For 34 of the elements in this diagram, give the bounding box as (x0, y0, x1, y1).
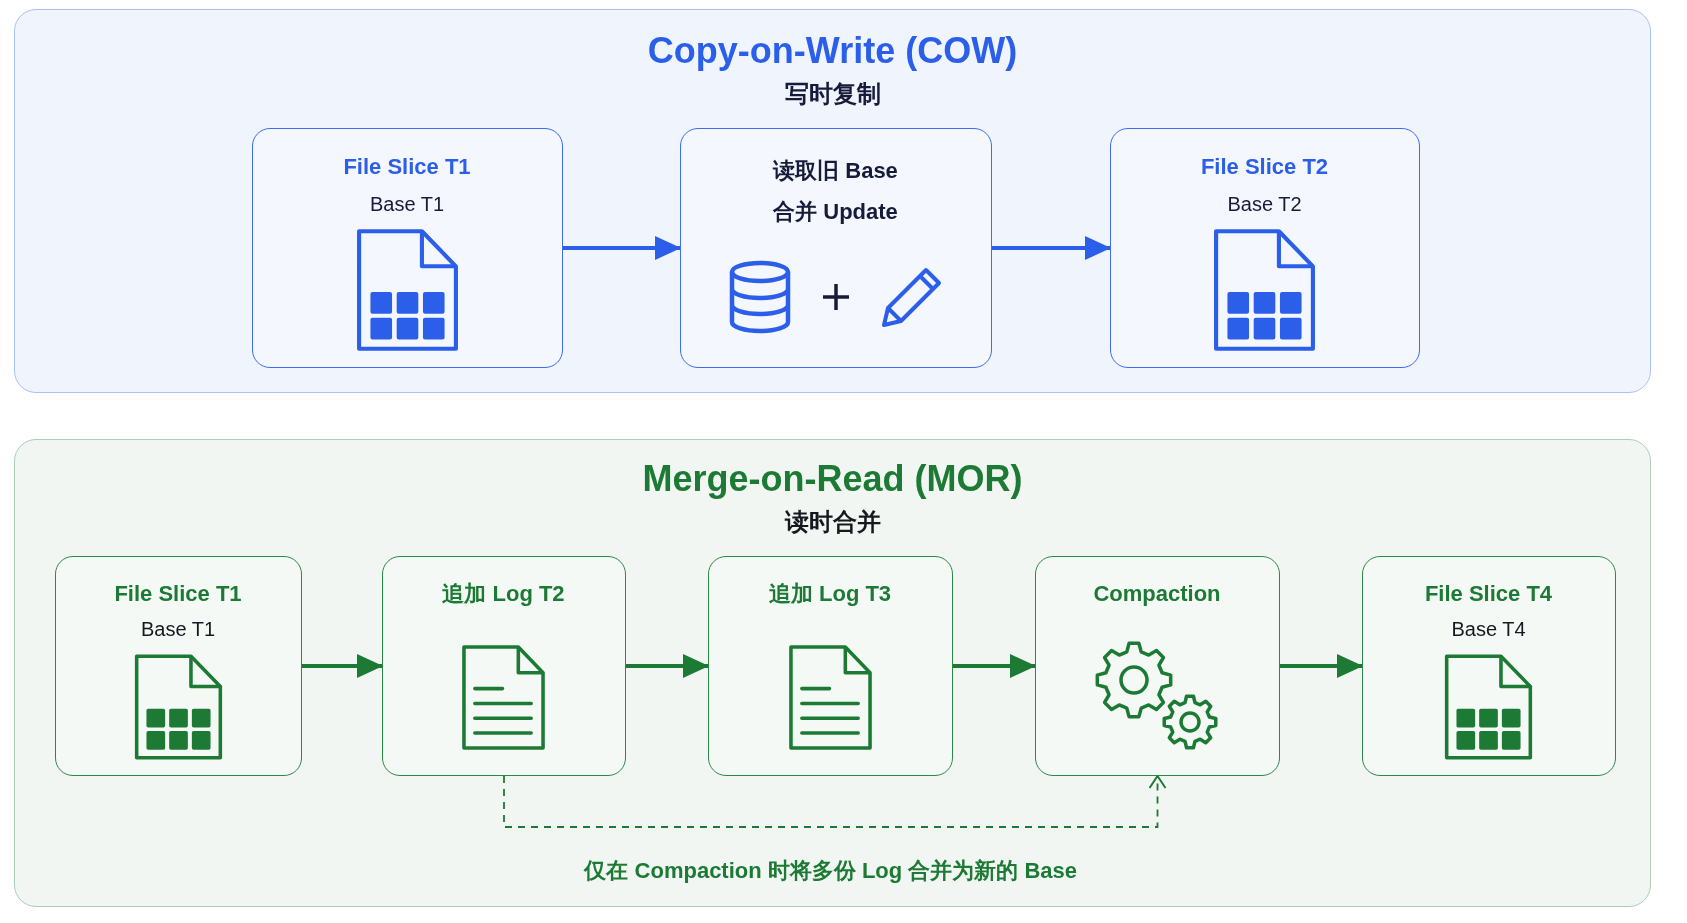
node-title: 追加 Log T3 (768, 579, 892, 608)
node-title: Compaction (1093, 579, 1221, 608)
process-box (251, 127, 563, 368)
arrow (953, 654, 1036, 678)
panel-title: Copy-on-Write (COW) (647, 30, 1018, 72)
section-panel (14, 439, 1651, 907)
arrow (563, 236, 681, 260)
panel-subtitle: 读时合并 (784, 507, 881, 537)
node-title: 追加 Log T2 (442, 579, 565, 608)
process-box (707, 555, 953, 776)
node-title: File Slice T4 (1424, 579, 1553, 608)
node-title: File Slice T1 (343, 152, 471, 181)
process-box (1361, 555, 1616, 776)
arrow (626, 654, 709, 678)
arrow (1280, 654, 1363, 678)
arrow (992, 236, 1111, 260)
node-title: File Slice T2 (1200, 152, 1329, 181)
panel-title: Merge-on-Read (MOR) (642, 458, 1023, 500)
node-title: 合并 Update (773, 197, 898, 226)
node-subtitle: Base T2 (1227, 191, 1302, 217)
panel-subtitle: 写时复制 (784, 79, 881, 109)
node-title: 读取旧 Base (773, 156, 898, 185)
process-box (1034, 555, 1280, 776)
node-subtitle: Base T4 (1451, 616, 1526, 642)
process-box (54, 555, 302, 776)
process-box (381, 555, 626, 776)
arrow (302, 654, 383, 678)
node-title: File Slice T1 (114, 579, 242, 608)
section-panel (14, 9, 1651, 393)
process-box (1109, 127, 1420, 368)
node-subtitle: Base T1 (140, 616, 216, 642)
node-subtitle: Base T1 (369, 191, 445, 217)
process-box (679, 127, 992, 368)
dashed-arrow (503, 775, 1167, 828)
